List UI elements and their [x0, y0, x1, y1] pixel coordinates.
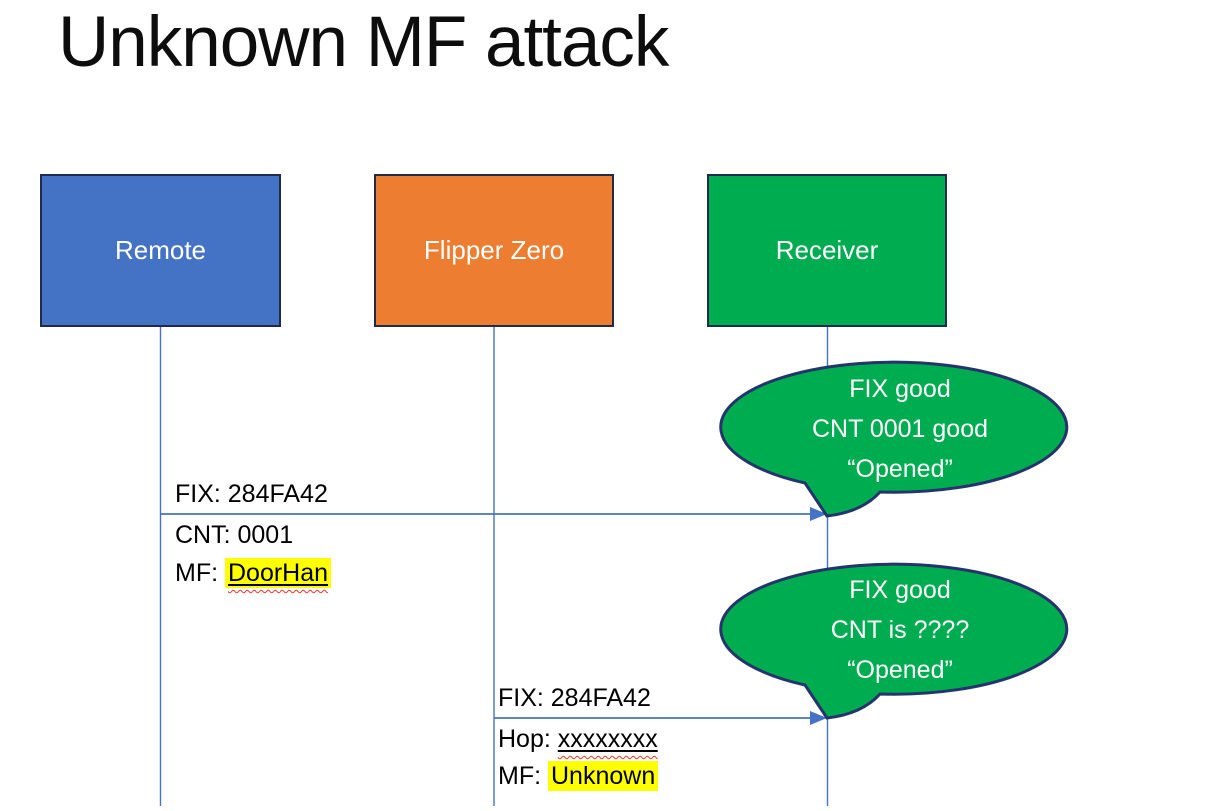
callout1-line3: “Opened”	[847, 455, 953, 483]
message2-mf-value: Unknown	[548, 761, 659, 791]
message1-label-cnt: CNT: 0001	[175, 521, 294, 549]
message2-hop-spellwrap: xxxxxxxx	[558, 725, 658, 753]
message2-hop-value: xxxxxxxx	[557, 725, 658, 753]
callout1-line2: CNT 0001 good	[811, 415, 989, 443]
actor-label-receiver: Receiver	[775, 235, 879, 265]
slide-title: Unknown MF attack	[58, 3, 669, 82]
actor-label-flipper-zero: Flipper Zero	[423, 235, 565, 265]
actor-box-flipper-zero: Flipper Zero	[374, 174, 614, 327]
message2-label-hop: Hop: xxxxxxxx	[498, 723, 658, 755]
actor-box-remote: Remote	[40, 174, 281, 327]
message1-mf-value: DoorHan	[228, 559, 329, 587]
message2-mf-prefix: MF:	[498, 762, 548, 790]
speech-bubble-1	[719, 360, 1069, 518]
message1-mf-highlight: DoorHan	[225, 558, 332, 588]
message2-label-fix: FIX: 284FA42	[498, 684, 651, 712]
callout2-text: FIX good CNT is ???? “Opened”	[735, 570, 1065, 690]
message1-label-mf: MF: DoorHan	[175, 557, 332, 589]
actor-label-remote: Remote	[114, 235, 207, 265]
message2-label-mf: MF: Unknown	[498, 760, 659, 792]
message1-mf-prefix: MF:	[175, 559, 225, 587]
arrowhead-icon-2	[810, 711, 827, 725]
actor-box-receiver: Receiver	[707, 174, 947, 327]
speech-bubble-2	[719, 562, 1069, 720]
callout1-text: FIX good CNT 0001 good “Opened”	[735, 369, 1065, 489]
message1-label-fix: FIX: 284FA42	[175, 480, 328, 508]
arrowhead-icon-1	[810, 507, 827, 521]
message2-hop-prefix: Hop:	[498, 725, 558, 753]
callout1-line1: FIX good	[849, 375, 951, 403]
callout2-line1: FIX good	[849, 576, 951, 604]
callout2-line3: “Opened”	[847, 656, 953, 684]
callout2-line2: CNT is ????	[830, 616, 970, 644]
